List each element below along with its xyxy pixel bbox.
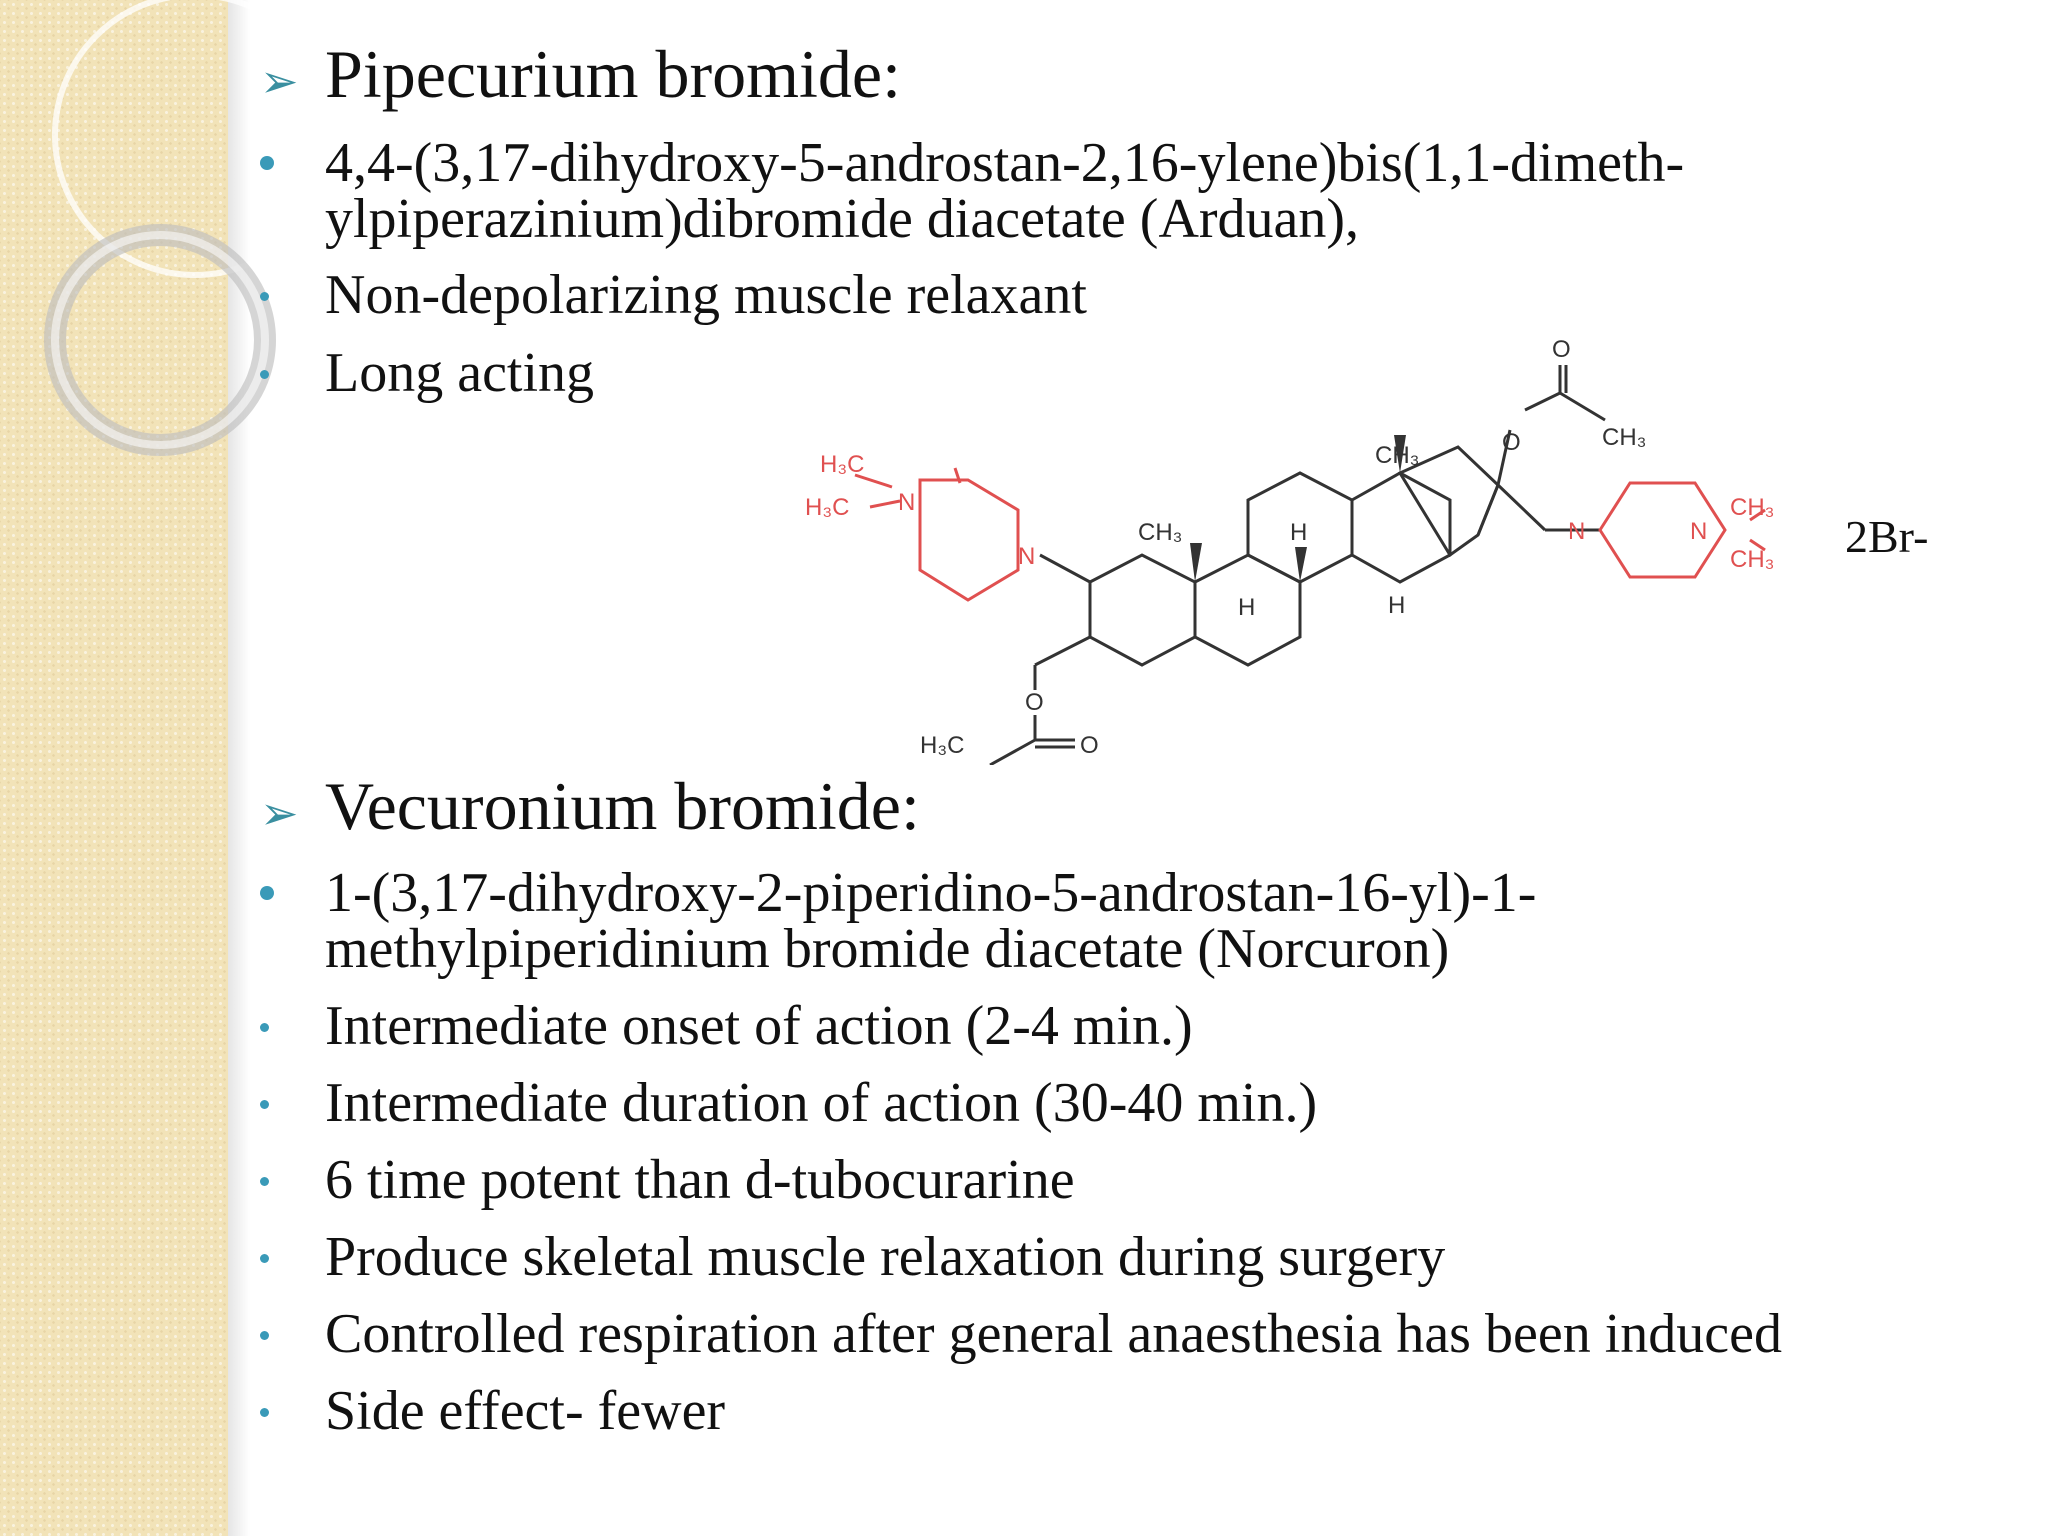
bullet-dot-icon <box>260 1177 269 1186</box>
bullet-dot-icon <box>260 1408 269 1417</box>
label-n-right: N <box>1568 518 1585 545</box>
bullet-text: Side effect- fewer <box>325 1380 726 1442</box>
label-h3c-bottom: H₃C <box>920 732 964 759</box>
bullet-text: Non-depolarizing muscle relaxant <box>325 264 1087 326</box>
section2-heading: Vecuronium bromide: <box>325 768 920 844</box>
wedge-bond <box>1394 435 1406 473</box>
label-o-double-top: O <box>1552 336 1571 363</box>
counter-ion-label: 2Br- <box>1845 511 1929 562</box>
label-ch3-b: CH₃ <box>1375 442 1419 469</box>
label-n-right-plus: N <box>1690 518 1707 545</box>
bullet-text: methylpiperidinium bromide diacetate (No… <box>325 918 1450 980</box>
label-h-a: H <box>1290 519 1307 546</box>
label-ch3-a: CH₃ <box>1138 519 1182 546</box>
label-h3c-top: H₃C <box>820 451 864 478</box>
bullet-text: Intermediate duration of action (30-40 m… <box>325 1072 1318 1134</box>
bullet-text: Intermediate onset of action (2-4 min.) <box>325 995 1193 1057</box>
bullet-text: Produce skeletal muscle relaxation durin… <box>325 1226 1446 1288</box>
bullet-dot-icon <box>260 370 269 379</box>
right-piperazine-ring <box>1598 481 1727 579</box>
bullet-dot-icon <box>260 1254 269 1263</box>
label-h3c-mid: H₃C <box>805 494 849 521</box>
bullet-text: ylpiperazinium)dibromide diacetate (Ardu… <box>325 188 1360 250</box>
label-o-bottom: O <box>1025 689 1044 716</box>
bullet-dot-icon <box>260 1100 269 1109</box>
label-n-left: N <box>1018 543 1035 570</box>
label-o-double-bottom: O <box>1080 732 1099 759</box>
bullet-text: 1-(3,17-dihydroxy-2-piperidino-5-androst… <box>325 862 1537 924</box>
label-ch3-acetyl-top: CH₃ <box>1602 424 1646 451</box>
bullet-dot-icon <box>260 156 274 170</box>
arrow-bullet-icon: ➢ <box>260 788 299 839</box>
bullet-text: 4,4-(3,17-dihydroxy-5-androstan-2,16-yle… <box>325 132 1685 194</box>
wedge-bond <box>1190 543 1202 582</box>
bullet-dot-icon <box>260 1023 269 1032</box>
wedge-bond <box>1295 547 1307 582</box>
label-n-left-plus: N <box>898 489 915 516</box>
bullet-text: Controlled respiration after general ana… <box>325 1303 1782 1365</box>
bullet-text: 6 time potent than d-tubocurarine <box>325 1149 1075 1211</box>
section1-heading: Pipecurium bromide: <box>325 36 902 112</box>
bullet-dot-icon <box>260 1331 269 1340</box>
bullet-text: Long acting <box>325 342 595 404</box>
bullet-dot-icon <box>260 886 274 900</box>
steroid-skeleton <box>989 365 1606 765</box>
left-piperazine-ring <box>918 478 1020 602</box>
decorative-rings <box>44 0 300 456</box>
arrow-bullet-icon: ➢ <box>260 56 299 107</box>
label-o-top: O <box>1502 429 1521 456</box>
label-h-c: H <box>1388 592 1405 619</box>
label-ch3-right-b: CH₃ <box>1730 546 1774 573</box>
pipecuronium-structure: H₃C H₃C N N CH₃ CH₃ H H H O O CH₃ O O H₃… <box>805 336 1774 765</box>
label-h-b: H <box>1238 594 1255 621</box>
bullet-dot-icon <box>260 292 269 301</box>
label-ch3-right-a: CH₃ <box>1730 494 1774 521</box>
